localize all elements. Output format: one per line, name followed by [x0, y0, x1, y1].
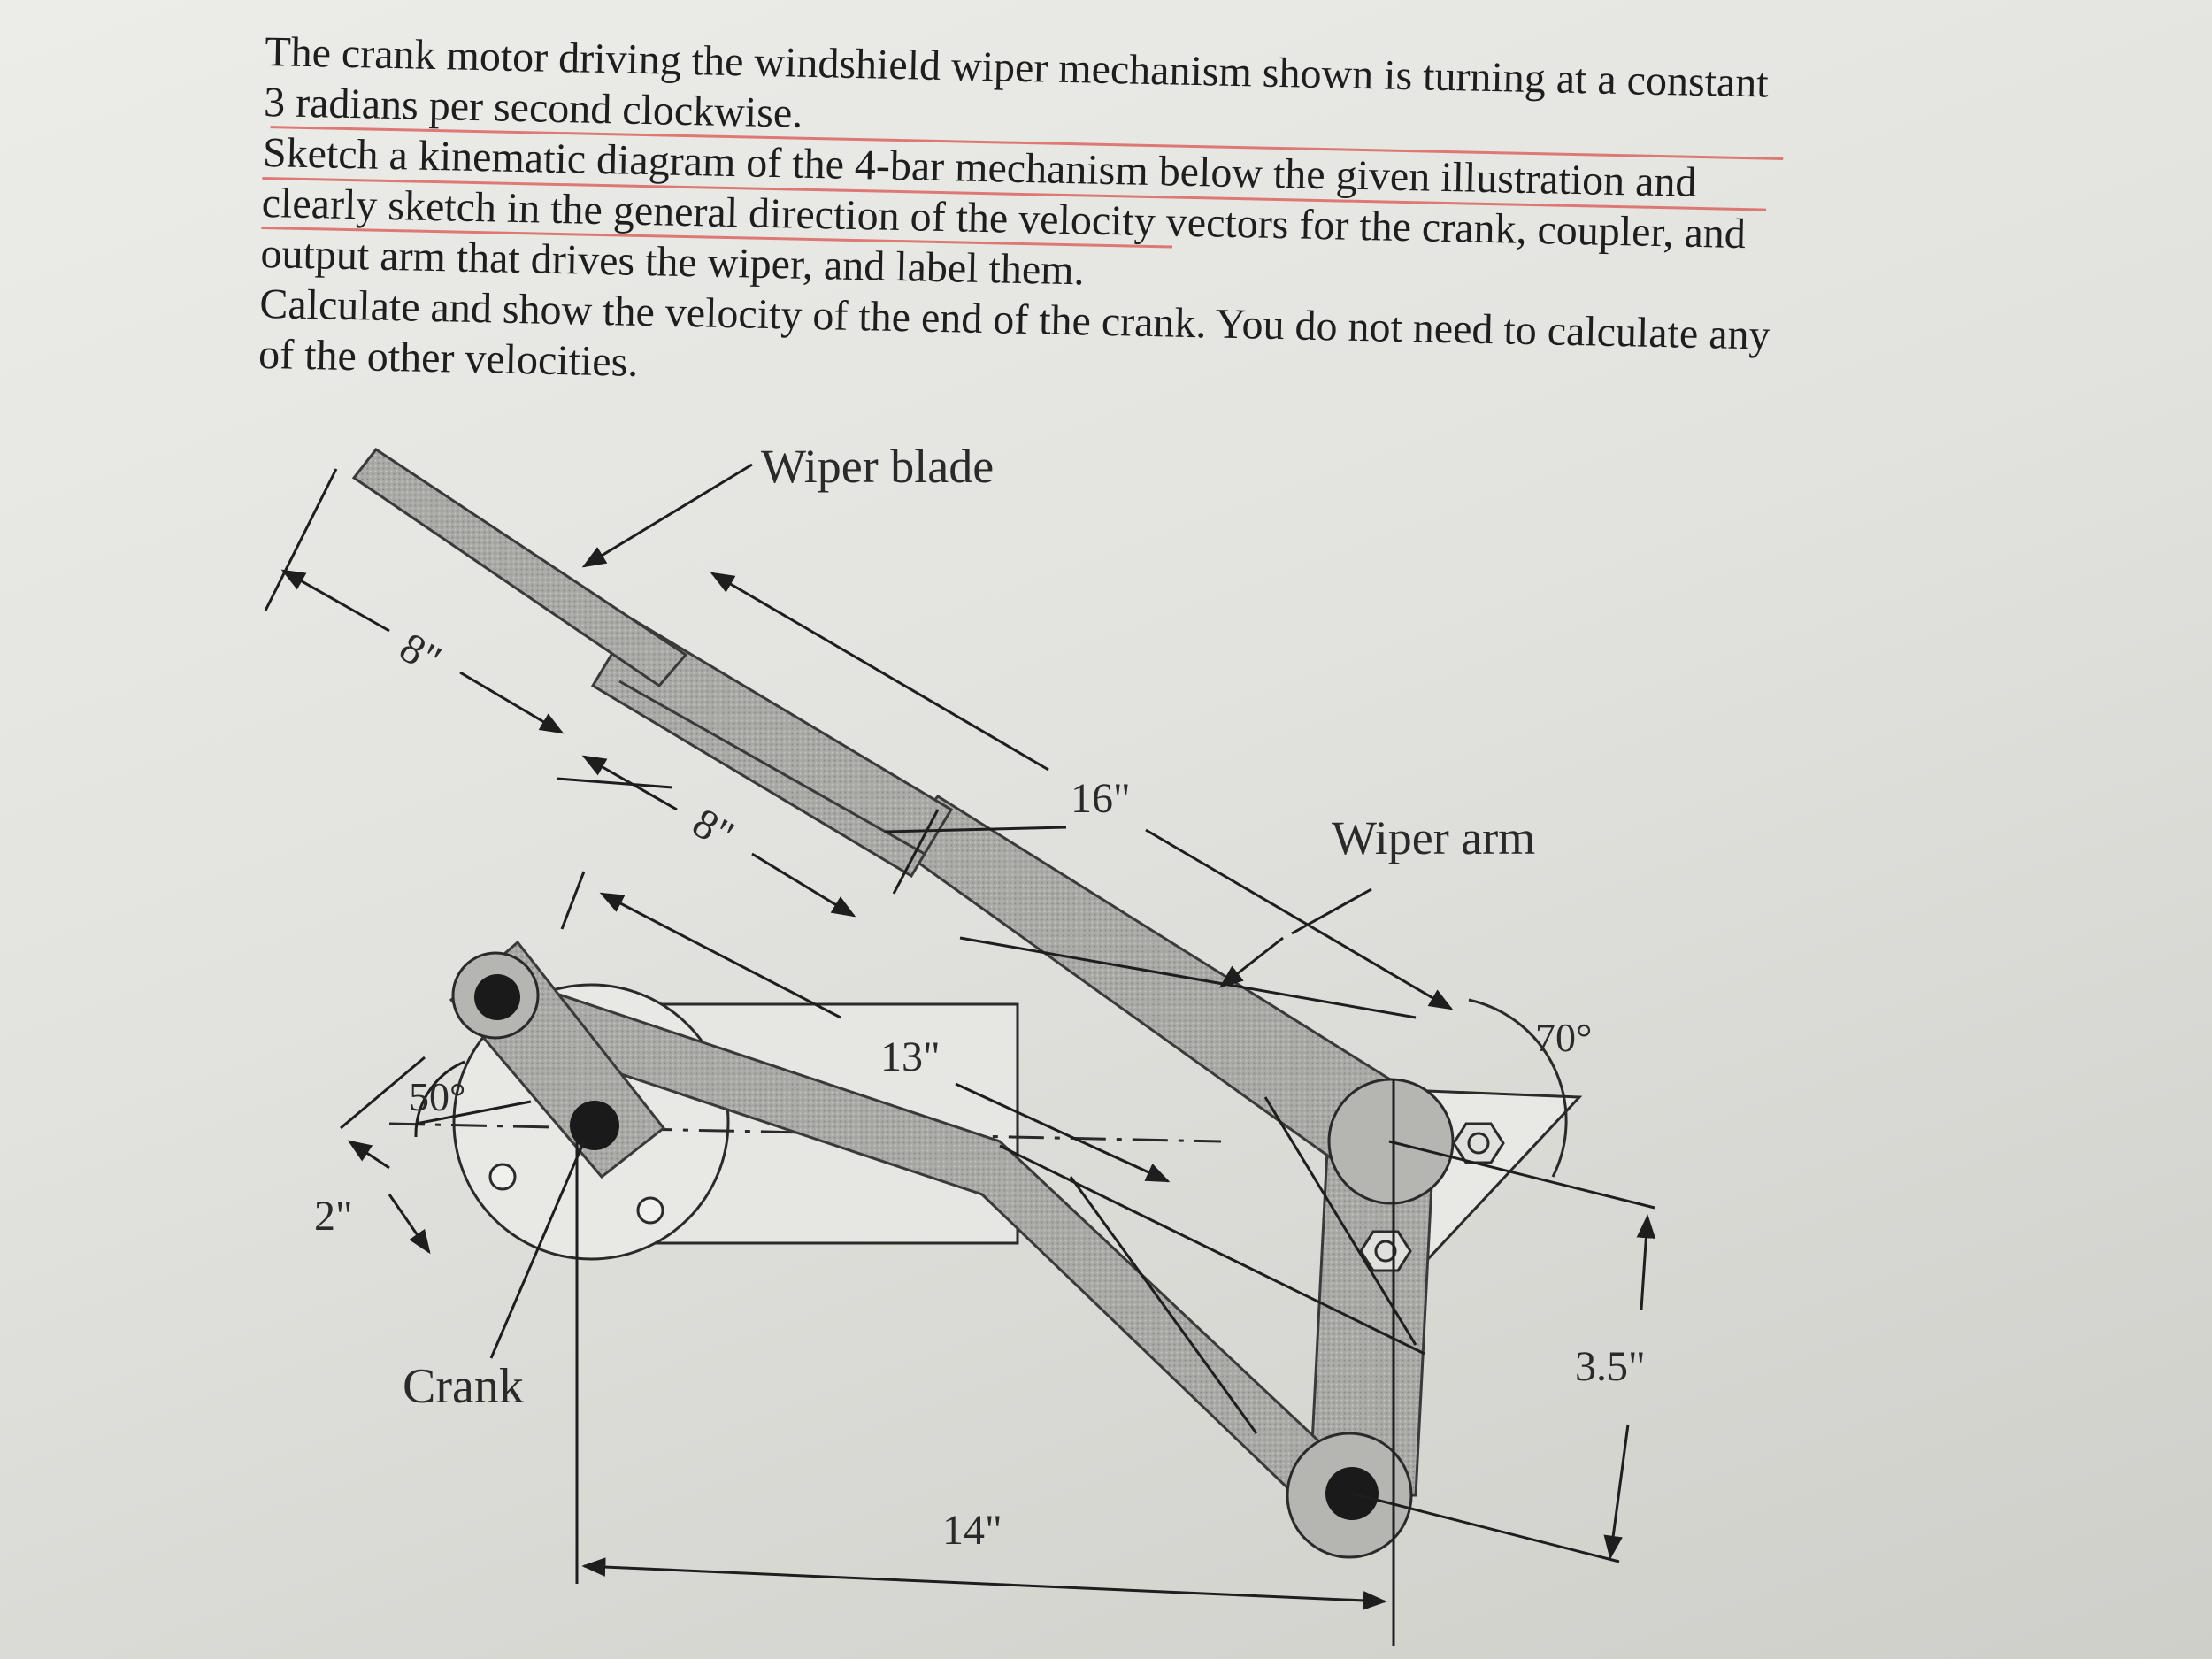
- dim-arrow-arm-a: [710, 572, 1049, 772]
- angle-arc-70: [1468, 998, 1568, 1178]
- dim-arrow-blade-top-a: [280, 569, 390, 633]
- label-wiper-blade: Wiper blade: [761, 440, 994, 493]
- dim-label-height: 3.5": [1575, 1343, 1646, 1390]
- dim-arrow-coupler-a: [599, 892, 841, 1019]
- angle-label-arm: 70°: [1535, 1015, 1592, 1060]
- construction-lines: [264, 468, 1655, 1646]
- dim-arrow-blade-top-b: [459, 671, 565, 734]
- dim-label-blade-top: 8": [392, 624, 449, 684]
- dim-arrow-height-up: [1636, 1214, 1656, 1310]
- leader-wiper-blade: [581, 463, 753, 568]
- disk-hole-left: [488, 1163, 517, 1191]
- ground-centerline: [388, 1122, 1222, 1143]
- dim-label-coupler: 13": [880, 1033, 941, 1080]
- sleeve-inner-line: [618, 680, 926, 856]
- hex-nut-lower: [1359, 1230, 1412, 1272]
- dim-arrow-blade-bottom-a: [581, 755, 678, 811]
- hex-nut-right: [1452, 1122, 1505, 1164]
- dim-label-crank: 2": [314, 1193, 353, 1240]
- dim-arrow-crank-a: [347, 1140, 390, 1170]
- angle-arc-50: [414, 1060, 465, 1138]
- label-crank: Crank: [403, 1359, 524, 1414]
- wiper-blade: [351, 447, 688, 687]
- dim-arrow-blade-bottom-b: [751, 852, 856, 918]
- crank-ground-pin: [570, 1101, 619, 1150]
- label-wiper-arm: Wiper arm: [1332, 811, 1535, 864]
- dim-arrow-arm-b: [1145, 828, 1454, 1010]
- dim-label-blade-bottom: 8": [685, 799, 741, 859]
- dim-arrow-height-down: [1603, 1424, 1630, 1560]
- angle-label-crank: 50°: [409, 1074, 465, 1119]
- leader-wiper-arm-arrow: [1218, 936, 1284, 988]
- dim-label-base: 14": [942, 1507, 1002, 1554]
- dim-arrow-crank-b: [388, 1194, 431, 1255]
- leader-wiper-arm: [1291, 887, 1372, 935]
- dim-label-arm: 16": [1071, 775, 1131, 822]
- dim-arrow-base: [581, 1557, 1387, 1610]
- crank-coupler-pin: [474, 974, 520, 1020]
- disk-hole-right: [636, 1196, 664, 1225]
- dim-arrow-coupler-b: [955, 1082, 1171, 1183]
- dimension-arrows: [280, 463, 1656, 1610]
